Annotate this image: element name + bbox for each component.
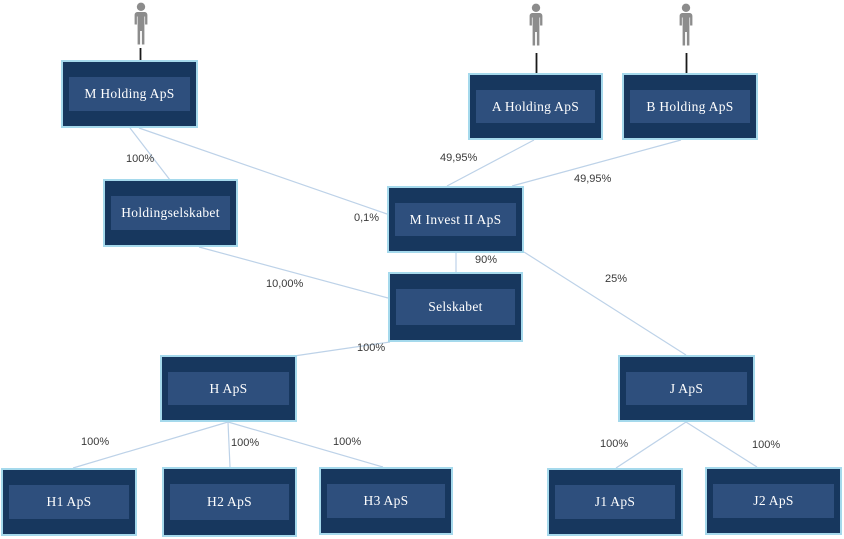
node-h-aps: H ApS bbox=[160, 355, 297, 422]
edge-h-to-h2 bbox=[227, 421, 231, 468]
edge-label-b-holding-to-m-invest: 49,95% bbox=[574, 173, 612, 185]
node-label: A Holding ApS bbox=[476, 90, 595, 123]
edge-h-to-h3 bbox=[227, 421, 384, 468]
edge-m-invest-to-j bbox=[523, 251, 687, 356]
edge-label-m-holding-to-m-invest: 0,1% bbox=[354, 212, 380, 224]
node-label: H1 ApS bbox=[9, 485, 129, 519]
edge-label-h-to-h3: 100% bbox=[333, 436, 362, 448]
edge-label-a-holding-to-m-invest: 49,95% bbox=[440, 152, 478, 164]
edge-label-h-to-h1: 100% bbox=[81, 436, 110, 448]
node-label: H3 ApS bbox=[327, 484, 445, 518]
node-m-invest-ii-aps: M Invest II ApS bbox=[387, 186, 524, 253]
edge-m-holding-to-holdingselskabet bbox=[129, 127, 171, 181]
edge-label-selskabet-to-h: 100% bbox=[357, 342, 386, 354]
node-label: M Holding ApS bbox=[69, 77, 190, 111]
node-a-holding-aps: A Holding ApS bbox=[468, 73, 603, 140]
node-j2-aps: J2 ApS bbox=[705, 467, 842, 535]
node-label: H2 ApS bbox=[170, 484, 289, 520]
edge-label-j-to-j1: 100% bbox=[600, 438, 629, 450]
person-icon bbox=[679, 3, 693, 46]
edge-b-holding-to-m-invest bbox=[511, 139, 682, 187]
edge-label-h-to-h2: 100% bbox=[231, 437, 260, 449]
node-j1-aps: J1 ApS bbox=[547, 468, 683, 536]
edge-label-m-invest-to-j: 25% bbox=[605, 273, 628, 285]
node-label: Holdingselskabet bbox=[111, 196, 230, 230]
node-b-holding-aps: B Holding ApS bbox=[622, 73, 758, 140]
person-icon bbox=[529, 3, 543, 46]
person-icon bbox=[134, 2, 148, 45]
edge-label-holdingselskabet-to-selskabet: 10,00% bbox=[266, 278, 304, 290]
edge-h-to-h1 bbox=[72, 421, 229, 469]
node-label: J1 ApS bbox=[555, 485, 675, 519]
node-label: M Invest II ApS bbox=[395, 203, 516, 236]
edge-j-to-j2 bbox=[685, 421, 758, 468]
node-j-aps: J ApS bbox=[618, 355, 755, 422]
node-label: Selskabet bbox=[396, 289, 515, 325]
edge-label-j-to-j2: 100% bbox=[752, 439, 781, 451]
node-m-holding-aps: M Holding ApS bbox=[61, 60, 198, 128]
node-h1-aps: H1 ApS bbox=[1, 468, 137, 536]
edge-a-holding-to-m-invest bbox=[446, 139, 535, 187]
node-holdingselskabet: Holdingselskabet bbox=[103, 179, 238, 247]
edge-label-m-holding-to-holdingselskabet: 100% bbox=[126, 153, 155, 165]
edge-label-m-invest-to-selskabet: 90% bbox=[475, 254, 498, 266]
node-h3-aps: H3 ApS bbox=[319, 467, 453, 535]
node-h2-aps: H2 ApS bbox=[162, 467, 297, 537]
edge-m-holding-to-m-invest bbox=[138, 127, 388, 215]
node-selskabet: Selskabet bbox=[388, 272, 523, 342]
node-label: J ApS bbox=[626, 372, 747, 405]
node-label: B Holding ApS bbox=[630, 90, 750, 123]
node-label: J2 ApS bbox=[713, 484, 834, 518]
edge-j-to-j1 bbox=[615, 421, 687, 469]
edge-holdingselskabet-to-selskabet bbox=[198, 246, 389, 299]
edge-selskabet-to-h bbox=[293, 341, 391, 357]
node-label: H ApS bbox=[168, 372, 289, 405]
